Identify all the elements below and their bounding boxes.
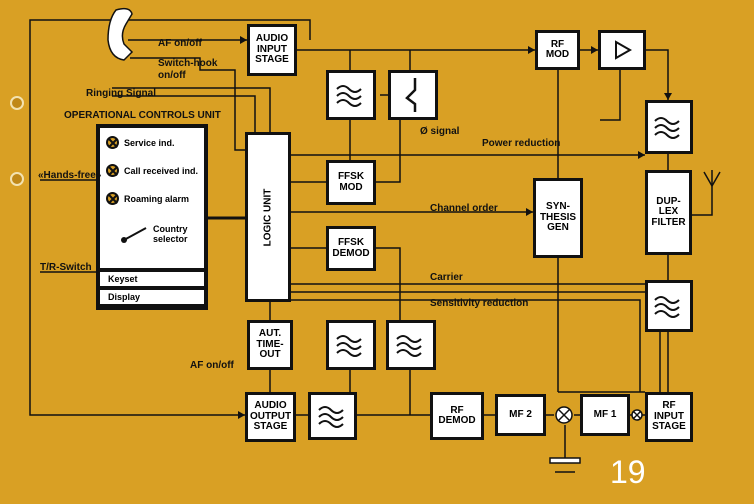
binder-hole xyxy=(10,96,24,110)
lamp-icon xyxy=(106,136,119,149)
filter-block-right-1 xyxy=(645,100,693,154)
zero-signal-switch-block xyxy=(388,70,438,120)
switch-icon xyxy=(405,78,417,112)
service-indicator: Service ind. xyxy=(106,136,175,149)
filter-block-bottom-3 xyxy=(308,392,357,440)
bandpass-filter-icon xyxy=(396,335,422,357)
logic-unit-block: LOGIC UNIT xyxy=(245,132,291,302)
af-on-off-top-label: AF on/off xyxy=(158,38,202,49)
handset-icon xyxy=(107,7,134,61)
display-bar: Display xyxy=(100,290,204,304)
synthesis-gen-block: SYN- THESIS GEN xyxy=(533,178,583,258)
logic-unit-label: LOGIC UNIT xyxy=(262,188,274,246)
lamp-icon xyxy=(106,192,119,205)
page-number: 19 xyxy=(610,454,646,490)
switch-hook-label: Switch-hook on/off xyxy=(158,58,218,81)
filter-block-top-1 xyxy=(326,70,376,120)
bandpass-filter-icon xyxy=(336,85,362,107)
channel-order-label: Channel order xyxy=(430,203,498,214)
binder-hole xyxy=(10,172,24,186)
keyset-bar: Keyset xyxy=(100,272,204,286)
rf-demod-block: RF DEMOD xyxy=(430,392,484,440)
filter-block-bottom-1 xyxy=(326,320,376,370)
bandpass-filter-icon xyxy=(654,117,680,139)
amplifier-block xyxy=(598,30,646,70)
lamp-icon xyxy=(106,164,119,177)
aut-timeout-block: AUT. TIME- OUT xyxy=(247,320,293,370)
mf1-block: MF 1 xyxy=(580,394,630,436)
audio-output-stage-block: AUDIO OUTPUT STAGE xyxy=(245,392,296,442)
tr-switch-label: T/R-Switch xyxy=(40,262,92,273)
mf2-block: MF 2 xyxy=(495,394,546,436)
sensitivity-reduction-label: Sensitivity reduction xyxy=(430,298,529,309)
rf-mod-block: RF MOD xyxy=(535,30,580,70)
af-on-off-bottom-label: AF on/off xyxy=(190,360,234,371)
duplex-filter-block: DUP- LEX FILTER xyxy=(645,170,692,255)
selector-switch-icon xyxy=(121,227,147,243)
call-received-indicator: Call received ind. xyxy=(106,164,198,177)
ringing-signal-label: Ringing Signal xyxy=(86,88,156,99)
ffsk-mod-block: FFSK MOD xyxy=(326,160,376,205)
country-selector: Country selector xyxy=(120,224,188,244)
bandpass-filter-icon xyxy=(317,406,344,428)
zero-signal-label: Ø signal xyxy=(420,126,460,137)
operational-controls-unit: Service ind. Call received ind. Roaming … xyxy=(96,124,208,310)
amplifier-icon xyxy=(615,40,632,60)
operational-controls-title: OPERATIONAL CONTROLS UNIT xyxy=(64,110,221,121)
roaming-alarm-indicator: Roaming alarm xyxy=(106,192,189,205)
hands-free-label: «Hands-free» xyxy=(38,170,102,181)
ffsk-demod-block: FFSK DEMOD xyxy=(326,226,376,271)
audio-input-stage-block: AUDIO INPUT STAGE xyxy=(247,24,297,76)
carrier-label: Carrier xyxy=(430,272,463,283)
indicator-panel: Service ind. Call received ind. Roaming … xyxy=(100,128,204,268)
rf-input-stage-block: RF INPUT STAGE xyxy=(645,392,693,442)
power-reduction-label: Power reduction xyxy=(482,138,561,149)
bandpass-filter-icon xyxy=(654,296,680,318)
filter-block-right-2 xyxy=(645,280,693,332)
bandpass-filter-icon xyxy=(336,335,362,357)
filter-block-bottom-2 xyxy=(386,320,436,370)
